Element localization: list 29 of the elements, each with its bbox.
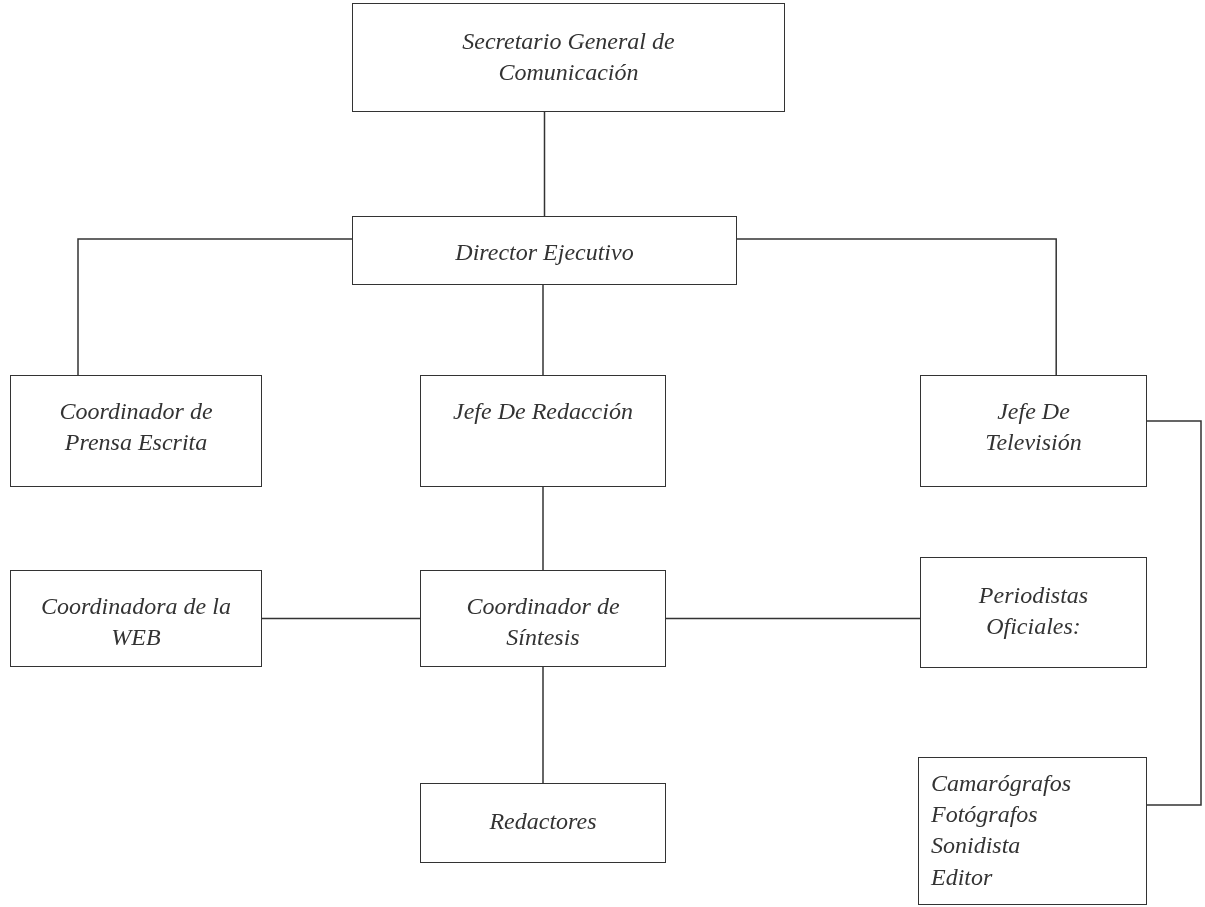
org-box (920, 375, 1147, 487)
connector-line (542, 284, 544, 376)
role-title: Coordinadora de la WEB (40, 592, 232, 653)
connector-line (542, 486, 544, 571)
role-title: Director Ejecutivo (454, 238, 635, 267)
org-box (918, 757, 1147, 905)
role-title: Coordinador de Prensa Escrita (58, 397, 214, 458)
connector-line (543, 111, 546, 217)
role-title: Jefe De Redacción (452, 397, 634, 426)
org-box (352, 3, 785, 112)
role-title: Jefe De Televisión (984, 397, 1083, 458)
org-box (10, 375, 262, 487)
role-title: Redactores (488, 807, 598, 836)
connector-line (542, 666, 544, 784)
org-box (420, 375, 666, 487)
role-title: Secretario General de Comunicación (461, 27, 676, 88)
org-box (920, 557, 1147, 668)
org-box (420, 783, 666, 863)
connector-line (77, 238, 353, 376)
role-title: Periodistas Oficiales: (977, 581, 1090, 642)
org-box (10, 570, 262, 667)
connector-line (261, 617, 421, 620)
role-title: Coordinador de Síntesis (465, 592, 621, 653)
org-box (420, 570, 666, 667)
connector-line (736, 238, 1057, 376)
role-title: Camarógrafos Fotógrafos Sonidista Editor (931, 769, 1073, 892)
org-box (352, 216, 737, 285)
connector-line (1146, 420, 1202, 806)
connector-line (665, 617, 921, 620)
